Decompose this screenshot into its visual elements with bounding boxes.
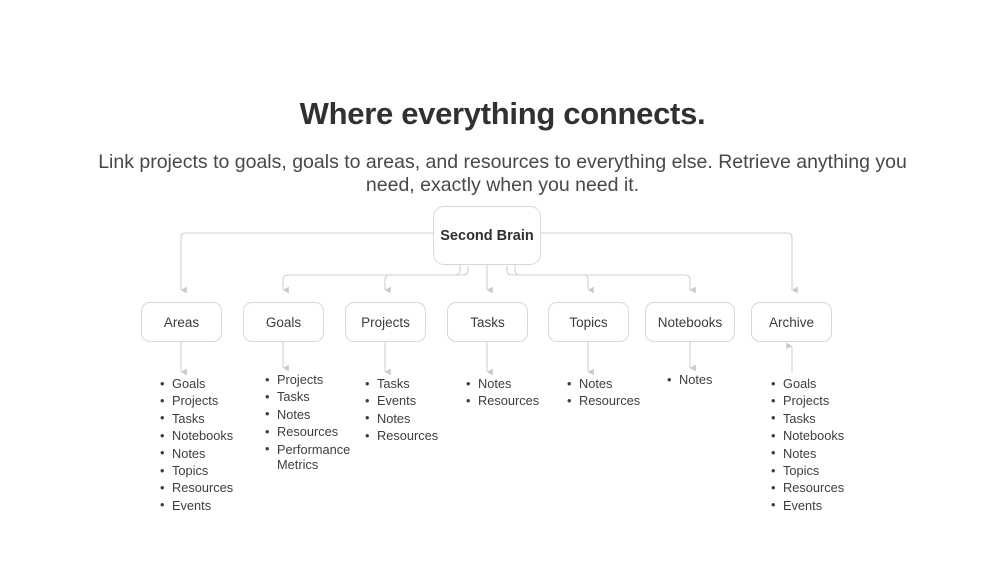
list-item: Projects bbox=[160, 393, 233, 409]
list-item: Notes bbox=[567, 375, 640, 391]
page-title: Where everything connects. bbox=[299, 95, 706, 131]
connector-lines bbox=[180, 232, 798, 376]
list-item: Events bbox=[771, 497, 844, 513]
list-item: Goals bbox=[160, 375, 233, 391]
list-item: Tasks bbox=[265, 389, 350, 405]
list-item: Notebooks bbox=[771, 428, 844, 444]
list-item: Notes bbox=[365, 410, 438, 426]
list-item: Notes bbox=[771, 445, 844, 461]
node-label: Tasks bbox=[470, 314, 505, 330]
wire-root-to-archive bbox=[541, 232, 798, 294]
wire-root-to-areas bbox=[180, 232, 433, 294]
node-areas[interactable]: Areas bbox=[141, 302, 222, 342]
node-label: Topics bbox=[569, 314, 608, 330]
list-item: Events bbox=[160, 497, 233, 513]
list-item: Projects bbox=[265, 371, 350, 387]
list-item: Notes bbox=[265, 406, 350, 422]
node-second-brain[interactable]: Second Brain bbox=[433, 206, 541, 265]
list-item: Events bbox=[365, 393, 438, 409]
list-item: Tasks bbox=[771, 410, 844, 426]
list-item: Resources bbox=[265, 424, 350, 440]
node-projects[interactable]: Projects bbox=[345, 302, 426, 342]
node-label: Projects bbox=[361, 314, 410, 330]
list-item: Topics bbox=[771, 463, 844, 479]
node-label: Goals bbox=[265, 314, 302, 330]
node-archive[interactable]: Archive bbox=[751, 302, 832, 342]
list-item: Notes bbox=[160, 445, 233, 461]
list-item: Resources bbox=[466, 393, 539, 409]
node-label: Archive bbox=[768, 314, 814, 330]
list-item: Resources bbox=[771, 480, 844, 496]
wire-root-to-notebooks bbox=[514, 265, 696, 294]
node-topics[interactable]: Topics bbox=[548, 302, 629, 342]
list-item: Goals bbox=[771, 375, 844, 391]
node-label: Notebooks bbox=[657, 314, 723, 330]
node-notebooks[interactable]: Notebooks bbox=[645, 302, 735, 342]
node-tasks[interactable]: Tasks bbox=[447, 302, 528, 342]
list-item: Topics bbox=[160, 463, 233, 479]
list-item: Tasks bbox=[365, 375, 438, 391]
list-item: Resources bbox=[160, 480, 233, 496]
list-item: Projects bbox=[771, 393, 844, 409]
list-item: Notes bbox=[667, 371, 712, 387]
list-item: Notebooks bbox=[160, 428, 233, 444]
wire-root-to-topics bbox=[506, 266, 594, 294]
list-item: Resources bbox=[567, 393, 640, 409]
list-areas-children: Goals Projects Tasks Notebooks Notes Top… bbox=[160, 375, 233, 515]
node-label: Areas bbox=[163, 314, 200, 330]
page-subtitle: Link projects to goals, goals to areas, … bbox=[98, 150, 907, 197]
wire-root-to-projects bbox=[384, 266, 469, 294]
list-notebooks-children: Notes bbox=[667, 371, 712, 389]
list-archive-children: Goals Projects Tasks Notebooks Notes Top… bbox=[771, 375, 844, 515]
list-item: Notes bbox=[466, 375, 539, 391]
list-topics-children: Notes Resources bbox=[567, 375, 640, 411]
node-goals[interactable]: Goals bbox=[243, 302, 324, 342]
list-tasks-children: Notes Resources bbox=[466, 375, 539, 411]
list-item: Tasks bbox=[160, 410, 233, 426]
list-projects-children: Tasks Events Notes Resources bbox=[365, 375, 438, 446]
list-goals-children: Projects Tasks Notes Resources Performan… bbox=[265, 371, 350, 474]
wire-root-to-goals bbox=[282, 265, 461, 294]
node-label: Second Brain bbox=[440, 227, 534, 244]
list-item: Performance Metrics bbox=[265, 441, 350, 472]
second-brain-diagram: Second Brain Areas Goals Projects Tasks … bbox=[0, 190, 1005, 520]
list-item: Resources bbox=[365, 428, 438, 444]
